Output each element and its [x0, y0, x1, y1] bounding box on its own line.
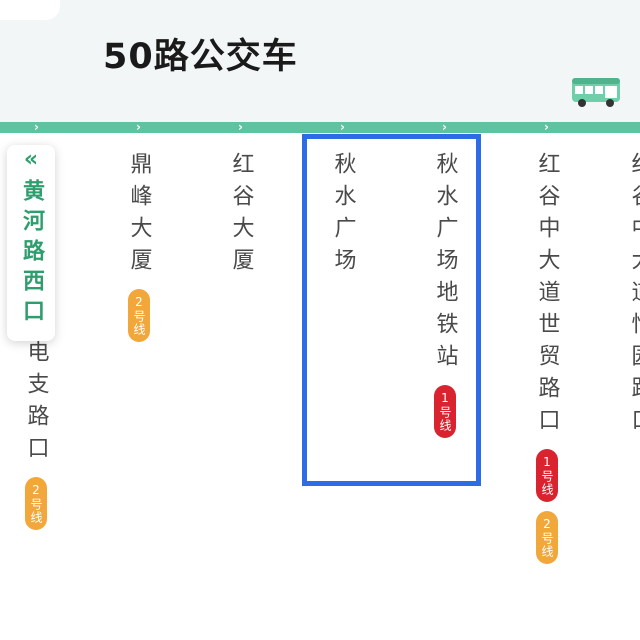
chevron-right-icon: ›	[34, 120, 39, 134]
bus-icon	[572, 78, 620, 107]
stop-honggu-zhong-shimao[interactable]: 红谷中大道世贸路口 1号线 2号线	[533, 152, 561, 564]
line-badge: 2号线	[536, 511, 558, 564]
line-badge: 1号线	[536, 449, 558, 502]
current-stop-card[interactable]: « 黄河路西口	[7, 145, 55, 341]
stop-name: 秋水广场地铁站	[432, 152, 458, 376]
chevron-right-icon: ›	[238, 120, 243, 134]
stop-honggu-tower[interactable]: 红谷大厦	[227, 152, 255, 280]
selection-highlight-box	[302, 134, 481, 486]
stop-dingfeng-tower[interactable]: 鼎峰大厦 2号线	[125, 152, 153, 342]
stop-name: 电支路口	[23, 340, 49, 468]
route-track	[0, 122, 640, 133]
stop-qiushui-square-metro[interactable]: 秋水广场地铁站 1号线	[431, 152, 459, 438]
chevron-right-icon: ›	[544, 120, 549, 134]
stop-name: 秋水广场	[330, 152, 356, 280]
stop-name: 红谷中大道怡园路口	[627, 152, 640, 440]
double-chevron-left-icon[interactable]: «	[23, 147, 39, 172]
line-badge: 2号线	[25, 477, 47, 530]
stop-qiushui-square[interactable]: 秋水广场	[329, 152, 357, 280]
stop-name: 红谷大厦	[228, 152, 254, 280]
stop-name: 鼎峰大厦	[126, 152, 152, 280]
stop-name: 红谷中大道世贸路口	[534, 152, 560, 440]
line-badge: 2号线	[128, 289, 150, 342]
chevron-right-icon: ›	[340, 120, 345, 134]
line-badge: 1号线	[434, 385, 456, 438]
stop-dianzhi-road[interactable]: 电支路口 2号线	[22, 340, 50, 530]
chevron-right-icon: ›	[136, 120, 141, 134]
stop-honggu-zhong-yiyuan[interactable]: 红谷中大道怡园路口	[626, 152, 640, 440]
header-background	[0, 0, 640, 124]
route-title: 50路公交车	[103, 37, 298, 77]
header-corner	[0, 0, 60, 20]
chevron-right-icon: ›	[442, 120, 447, 134]
current-stop-name: 黄河路西口	[19, 179, 44, 329]
